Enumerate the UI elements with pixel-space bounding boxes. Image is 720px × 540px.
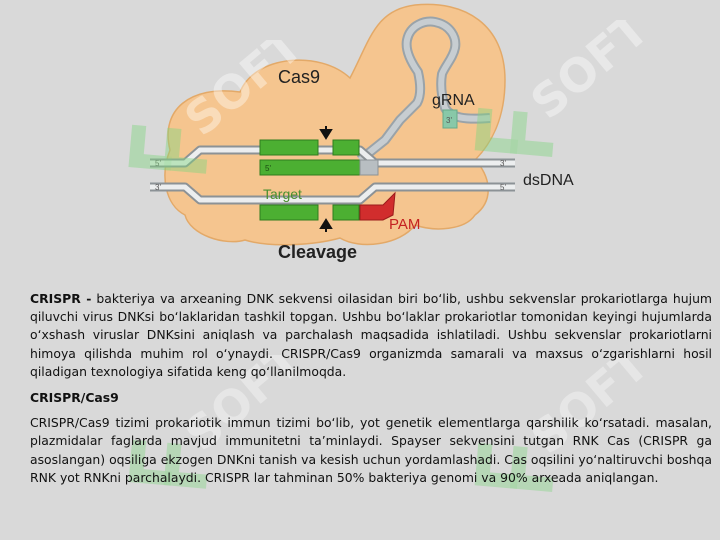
pam-label: PAM (389, 216, 420, 233)
target-top-segment-2 (332, 139, 360, 156)
intro-text: bakteriya va arxeaning DNK sekvensi oila… (30, 291, 712, 379)
pam-site (359, 191, 396, 221)
crispr-cas9-diagram: 3' 5' 5' 3' 3' 5' Cas9 gRNA dsDNA Target… (145, 0, 605, 275)
cleavage-arrow-bottom (319, 218, 333, 232)
target-label: Target (263, 186, 302, 202)
five-prime-left-top-label: 5' (155, 159, 161, 168)
grna-tail (442, 109, 458, 129)
section-heading: CRISPR/Cas9 (30, 390, 119, 406)
intro-paragraph: CRISPR - bakteriya va arxeaning DNK sekv… (30, 290, 712, 381)
target-bottom-segment-2 (332, 204, 360, 221)
content-block: CRISPR - bakteriya va arxeaning DNK sekv… (30, 290, 712, 487)
target-bottom-segment (259, 204, 319, 221)
cleavage-label: Cleavage (278, 242, 357, 262)
target-top-segment (259, 139, 319, 156)
diagram-svg: 3' 5' 5' 3' 3' 5' Cas9 gRNA dsDNA Target… (150, 3, 574, 262)
three-prime-right-top-label: 3' (500, 159, 506, 168)
grna-label: gRNA (432, 92, 475, 109)
dsdna-label: dsDNA (523, 172, 574, 189)
body-paragraph: CRISPR/Cas9 tizimi prokariotik immun tiz… (30, 415, 712, 485)
three-prime-grna-label: 3' (446, 116, 452, 125)
grna-spacer (259, 159, 361, 176)
five-prime-inner-label: 5' (265, 164, 271, 173)
cas9-label: Cas9 (278, 67, 320, 87)
five-prime-right-bottom-label: 5' (500, 183, 506, 192)
intro-term: CRISPR - (30, 291, 92, 306)
cleavage-arrow-top (319, 126, 333, 140)
three-prime-left-bottom-label: 3' (155, 183, 161, 192)
